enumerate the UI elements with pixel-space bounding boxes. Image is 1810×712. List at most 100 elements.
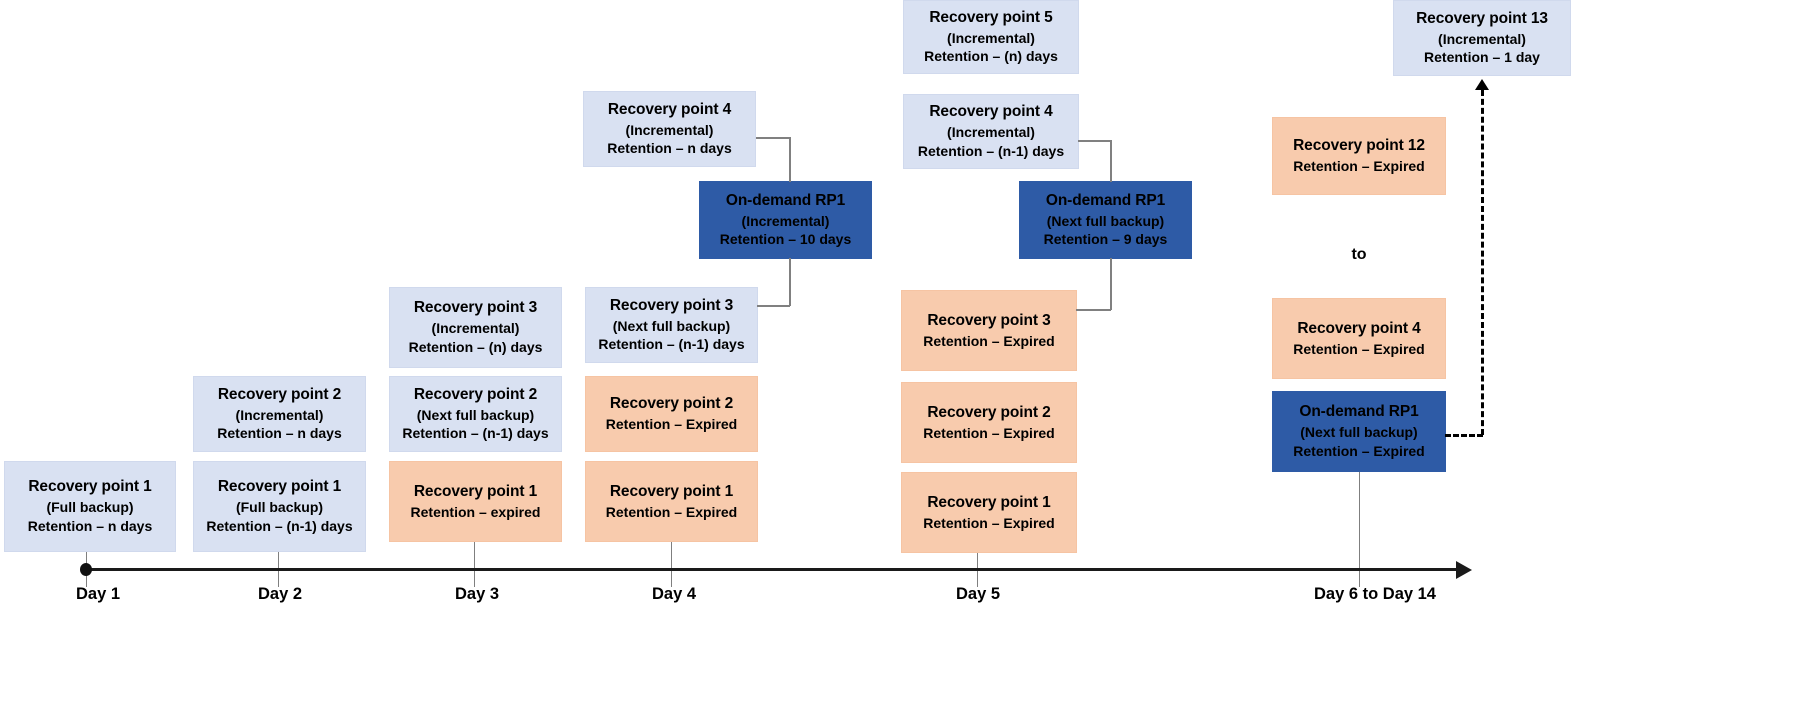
recovery-point-box-d3-rp1: Recovery point 1 Retention – expired	[389, 461, 562, 542]
rp-retention: Retention – Expired	[1293, 158, 1425, 175]
rp-retention: Retention – 10 days	[719, 231, 852, 248]
timeline-origin-dot-icon	[80, 563, 92, 576]
connector-d5-vertical-upper	[1110, 140, 1112, 182]
rp-title: Recovery point 4	[607, 100, 732, 118]
dashed-connector-horizontal	[1445, 434, 1483, 437]
connector-d5-rp4-to-ondemand	[1078, 140, 1111, 142]
rp-title: Recovery point 12	[1293, 137, 1425, 155]
recovery-point-box-d5-rp2: Recovery point 2 Retention – Expired	[901, 382, 1077, 463]
rp-retention: Retention – Expired	[923, 514, 1055, 531]
rp-retention: Retention – expired	[410, 503, 541, 520]
rp-title: Recovery point 1	[927, 493, 1051, 511]
rp-type: (Incremental)	[625, 121, 714, 138]
rp-title: On-demand RP1	[725, 191, 846, 209]
rp-retention: Retention – Expired	[923, 424, 1055, 441]
axis-label-day-3: Day 3	[454, 585, 500, 603]
connector-d4-ondemand-to-rp3	[757, 305, 790, 307]
rp-type: (Next full backup)	[612, 317, 731, 334]
rp-type: (Full backup)	[235, 499, 324, 516]
connector-d5-vertical-lower	[1110, 258, 1112, 310]
timeline-arrowhead-icon	[1456, 561, 1472, 579]
recovery-point-box-d6-rp13: Recovery point 13 (Incremental) Retentio…	[1393, 0, 1571, 76]
rp-retention: Retention – Expired	[1293, 340, 1425, 357]
rp-retention: Retention – (n) days	[924, 48, 1058, 65]
connector-d4-rp4-to-ondemand	[756, 137, 790, 139]
recovery-point-box-d5-rp3: Recovery point 3 Retention – Expired	[901, 290, 1077, 371]
recovery-point-box-d4-rp2: Recovery point 2 Retention – Expired	[585, 376, 758, 452]
connector-d4-vertical-upper	[789, 137, 791, 182]
timeline-axis	[86, 568, 1456, 571]
connector-d4-vertical-lower	[789, 258, 791, 306]
recovery-point-box-d4-rp3: Recovery point 3 (Next full backup) Rete…	[585, 287, 758, 363]
rp-retention: Retention – n days	[217, 425, 342, 442]
rp-retention: Retention – (n-1) days	[402, 425, 549, 442]
connector-d5-ondemand-to-rp3	[1076, 309, 1111, 311]
rp-title: On-demand RP1	[1299, 403, 1419, 421]
rp-title: Recovery point 2	[609, 395, 734, 413]
recovery-point-box-d5-rp4: Recovery point 4 (Incremental) Retention…	[903, 94, 1079, 169]
rp-title: Recovery point 3	[927, 311, 1051, 329]
rp-retention: Retention – n days	[27, 517, 153, 534]
rp-title: Recovery point 3	[609, 296, 734, 314]
recovery-point-box-d3-rp2: Recovery point 2 (Next full backup) Rete…	[389, 376, 562, 452]
rp-retention: Retention – Expired	[923, 332, 1055, 349]
rp-type: (Incremental)	[431, 320, 520, 337]
rp-title: Recovery point 3	[413, 299, 538, 317]
recovery-point-box-d5-rp5: Recovery point 5 (Incremental) Retention…	[903, 0, 1079, 74]
rp-title: Recovery point 1	[28, 478, 152, 496]
rp-type: (Incremental)	[947, 124, 1035, 141]
rp-title: Recovery point 1	[217, 478, 342, 496]
recovery-point-box-d6-rp4: Recovery point 4 Retention – Expired	[1272, 298, 1446, 379]
recovery-point-box-d2-rp1: Recovery point 1 (Full backup) Retention…	[193, 461, 366, 552]
rp-retention: Retention – 1 day	[1424, 49, 1540, 66]
axis-tick-day-6-to-14	[1359, 472, 1360, 587]
recovery-point-box-d2-rp2: Recovery point 2 (Incremental) Retention…	[193, 376, 366, 452]
recovery-point-box-d4-rp4: Recovery point 4 (Incremental) Retention…	[583, 91, 756, 167]
on-demand-recovery-point-box-d6: On-demand RP1 (Next full backup) Retenti…	[1272, 391, 1446, 472]
rp-retention: Retention – (n-1) days	[598, 336, 745, 353]
recovery-point-box-d5-rp1: Recovery point 1 Retention – Expired	[901, 472, 1077, 553]
dashed-connector-vertical	[1481, 90, 1484, 435]
rp-retention: Retention – n days	[607, 140, 732, 157]
rp-retention: Retention – Expired	[605, 503, 738, 520]
rp-retention: Retention – 9 days	[1043, 231, 1168, 248]
rp-type: (Next full backup)	[416, 406, 535, 423]
rp-type: (Next full backup)	[1046, 212, 1165, 229]
rp-title: Recovery point 4	[1297, 319, 1421, 337]
rp-title: Recovery point 2	[413, 385, 538, 403]
rp-type: (Incremental)	[235, 406, 324, 423]
rp-title: Recovery point 13	[1416, 9, 1548, 27]
rp-retention: Retention – (n) days	[408, 338, 543, 355]
rp-retention: Retention – (n-1) days	[206, 517, 353, 534]
rp-retention: Retention – Expired	[605, 416, 738, 433]
axis-label-day-4: Day 4	[651, 585, 697, 603]
rp-title: Recovery point 5	[929, 8, 1053, 26]
rp-type: (Incremental)	[741, 212, 830, 229]
rp-title: Recovery point 1	[609, 482, 734, 500]
rp-title: Recovery point 1	[413, 482, 538, 500]
rp-retention: Retention – Expired	[1293, 442, 1425, 459]
rp-type: (Incremental)	[947, 29, 1035, 46]
axis-tick-day-4	[671, 542, 672, 587]
rp-type: (Incremental)	[1438, 30, 1526, 47]
axis-label-day-2: Day 2	[257, 585, 303, 603]
axis-tick-day-3	[474, 542, 475, 587]
rp-type: (Next full backup)	[1300, 424, 1418, 441]
rp-title: Recovery point 4	[929, 103, 1053, 121]
range-continuation-label: to	[1351, 246, 1367, 263]
recovery-point-box-d4-rp1: Recovery point 1 Retention – Expired	[585, 461, 758, 542]
axis-label-day-1: Day 1	[75, 585, 121, 603]
recovery-point-box-d3-rp3: Recovery point 3 (Incremental) Retention…	[389, 287, 562, 368]
recovery-point-box-d1-rp1: Recovery point 1 (Full backup) Retention…	[4, 461, 176, 552]
rp-retention: Retention – (n-1) days	[917, 142, 1065, 159]
rp-title: Recovery point 2	[927, 403, 1051, 421]
rp-type: (Full backup)	[46, 499, 134, 516]
axis-label-day-5: Day 5	[955, 585, 1001, 603]
on-demand-recovery-point-box-d5: On-demand RP1 (Next full backup) Retenti…	[1019, 181, 1192, 259]
rp-title: On-demand RP1	[1045, 191, 1166, 209]
recovery-point-box-d6-rp12: Recovery point 12 Retention – Expired	[1272, 117, 1446, 195]
on-demand-recovery-point-box-d4: On-demand RP1 (Incremental) Retention – …	[699, 181, 872, 259]
dashed-connector-arrowhead-icon	[1475, 79, 1489, 90]
rp-title: Recovery point 2	[217, 385, 342, 403]
